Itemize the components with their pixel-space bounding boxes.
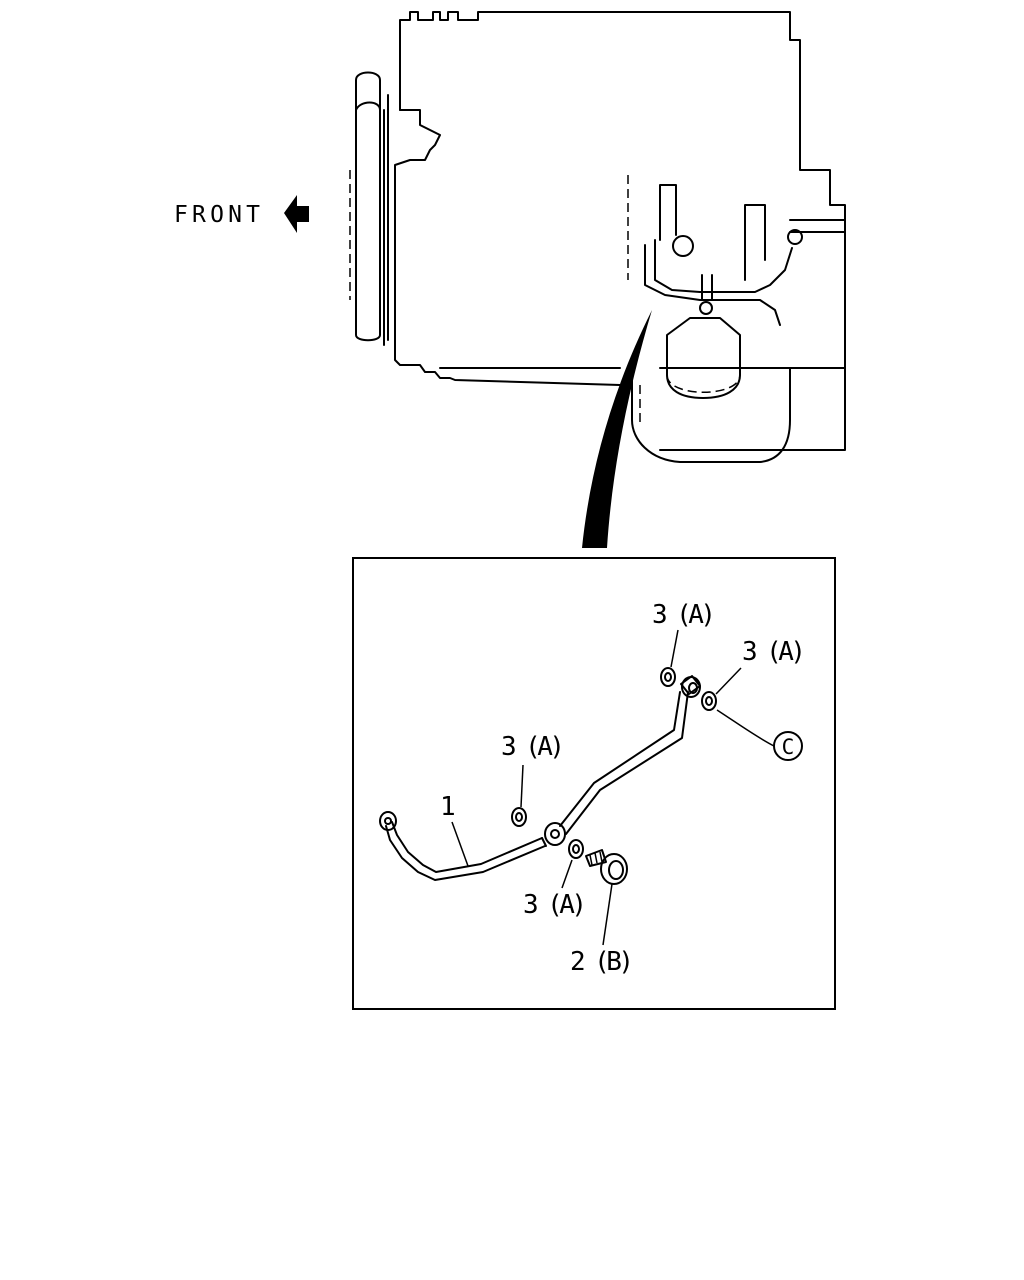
leader-reference-c xyxy=(716,709,775,747)
leader-washer xyxy=(715,667,742,695)
leader-washer xyxy=(670,629,679,668)
reference-c-label: C xyxy=(782,735,795,759)
bolt xyxy=(585,849,628,885)
leader-washer xyxy=(561,859,573,889)
detail-frame xyxy=(352,557,836,1010)
engine-overview xyxy=(349,11,846,463)
part-label-2: 2 (B) xyxy=(570,947,634,977)
part-label-3: 3 (A) xyxy=(652,600,716,630)
washer xyxy=(701,691,717,711)
part-label-3: 3 (A) xyxy=(742,637,806,667)
left-arrow-icon xyxy=(284,195,309,233)
part-label-3: 3 (A) xyxy=(501,732,565,762)
callout-wedge xyxy=(582,310,652,548)
reference-c-circle-icon xyxy=(773,731,803,761)
leader-part-1 xyxy=(451,821,469,867)
washer xyxy=(511,807,527,827)
leader-washer xyxy=(520,764,524,808)
washer xyxy=(660,667,676,687)
part-label-3: 3 (A) xyxy=(523,890,587,920)
leader-part-2 xyxy=(602,883,613,946)
oil-pipe xyxy=(379,675,701,881)
washer xyxy=(568,839,584,859)
front-direction-label: FRONT xyxy=(174,202,260,228)
part-label-1: 1 xyxy=(440,792,456,822)
